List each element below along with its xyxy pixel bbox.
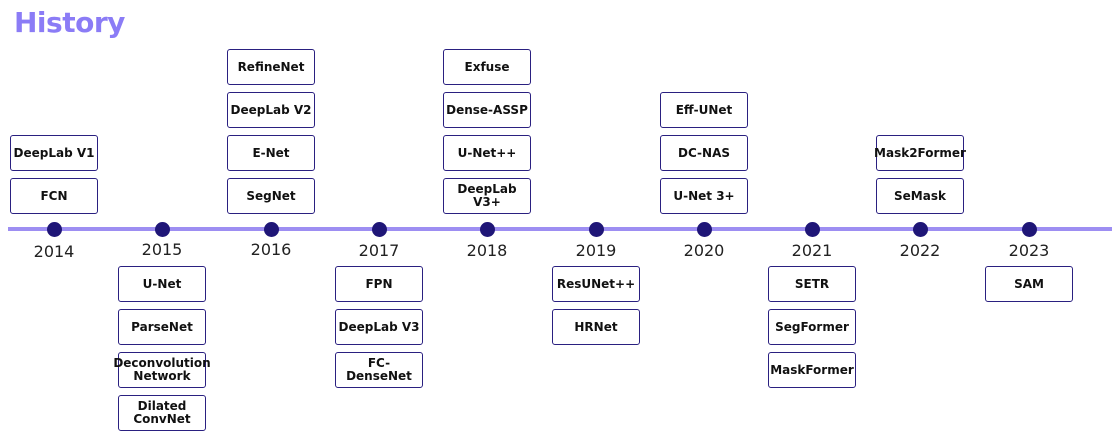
model-box: ParseNet bbox=[118, 309, 206, 345]
model-box: Exfuse bbox=[443, 49, 531, 85]
model-box: DC-NAS bbox=[660, 135, 748, 171]
year-label: 2021 bbox=[791, 241, 833, 260]
model-box: SETR bbox=[768, 266, 856, 302]
model-box: SAM bbox=[985, 266, 1073, 302]
model-box: Dense-ASSP bbox=[443, 92, 531, 128]
page-title: History bbox=[14, 6, 125, 39]
timeline-dot bbox=[804, 222, 820, 237]
model-box: SegNet bbox=[227, 178, 315, 214]
model-box: FC-DenseNet bbox=[335, 352, 423, 388]
model-box: SeMask bbox=[876, 178, 964, 214]
model-box: Dilated ConvNet bbox=[118, 395, 206, 431]
model-box: FPN bbox=[335, 266, 423, 302]
year-label: 2017 bbox=[358, 241, 400, 260]
year-label: 2015 bbox=[141, 240, 183, 259]
model-box: FCN bbox=[10, 178, 98, 214]
year-label: 2018 bbox=[466, 241, 508, 260]
model-box: Eff-UNet bbox=[660, 92, 748, 128]
model-box: DeepLab V3 bbox=[335, 309, 423, 345]
model-box: DeepLab V1 bbox=[10, 135, 98, 171]
model-box: E-Net bbox=[227, 135, 315, 171]
year-label: 2022 bbox=[899, 241, 941, 260]
year-label: 2020 bbox=[683, 241, 725, 260]
timeline-dot bbox=[479, 222, 495, 237]
model-box: DeepLab V3+ bbox=[443, 178, 531, 214]
year-label: 2016 bbox=[250, 240, 292, 259]
timeline-dot bbox=[263, 222, 279, 237]
model-box: HRNet bbox=[552, 309, 640, 345]
year-label: 2019 bbox=[575, 241, 617, 260]
model-box: U-Net++ bbox=[443, 135, 531, 171]
model-box: DeepLab V2 bbox=[227, 92, 315, 128]
timeline-dot bbox=[46, 222, 62, 237]
timeline-dot bbox=[1021, 222, 1037, 237]
model-box: Mask2Former bbox=[874, 135, 966, 171]
timeline-dot bbox=[154, 222, 170, 237]
model-box: ResUNet++ bbox=[552, 266, 640, 302]
timeline-dot bbox=[696, 222, 712, 237]
timeline-dot bbox=[588, 222, 604, 237]
year-label: 2014 bbox=[33, 242, 75, 261]
model-box: U-Net bbox=[118, 266, 206, 302]
timeline-dot bbox=[912, 222, 928, 237]
timeline-dot bbox=[371, 222, 387, 237]
year-label: 2023 bbox=[1008, 241, 1050, 260]
model-box: U-Net 3+ bbox=[660, 178, 748, 214]
model-box: Deconvolution Network bbox=[113, 352, 211, 388]
model-box: SegFormer bbox=[768, 309, 856, 345]
model-box: RefineNet bbox=[227, 49, 315, 85]
model-box: MaskFormer bbox=[768, 352, 856, 388]
timeline-axis bbox=[8, 227, 1112, 231]
